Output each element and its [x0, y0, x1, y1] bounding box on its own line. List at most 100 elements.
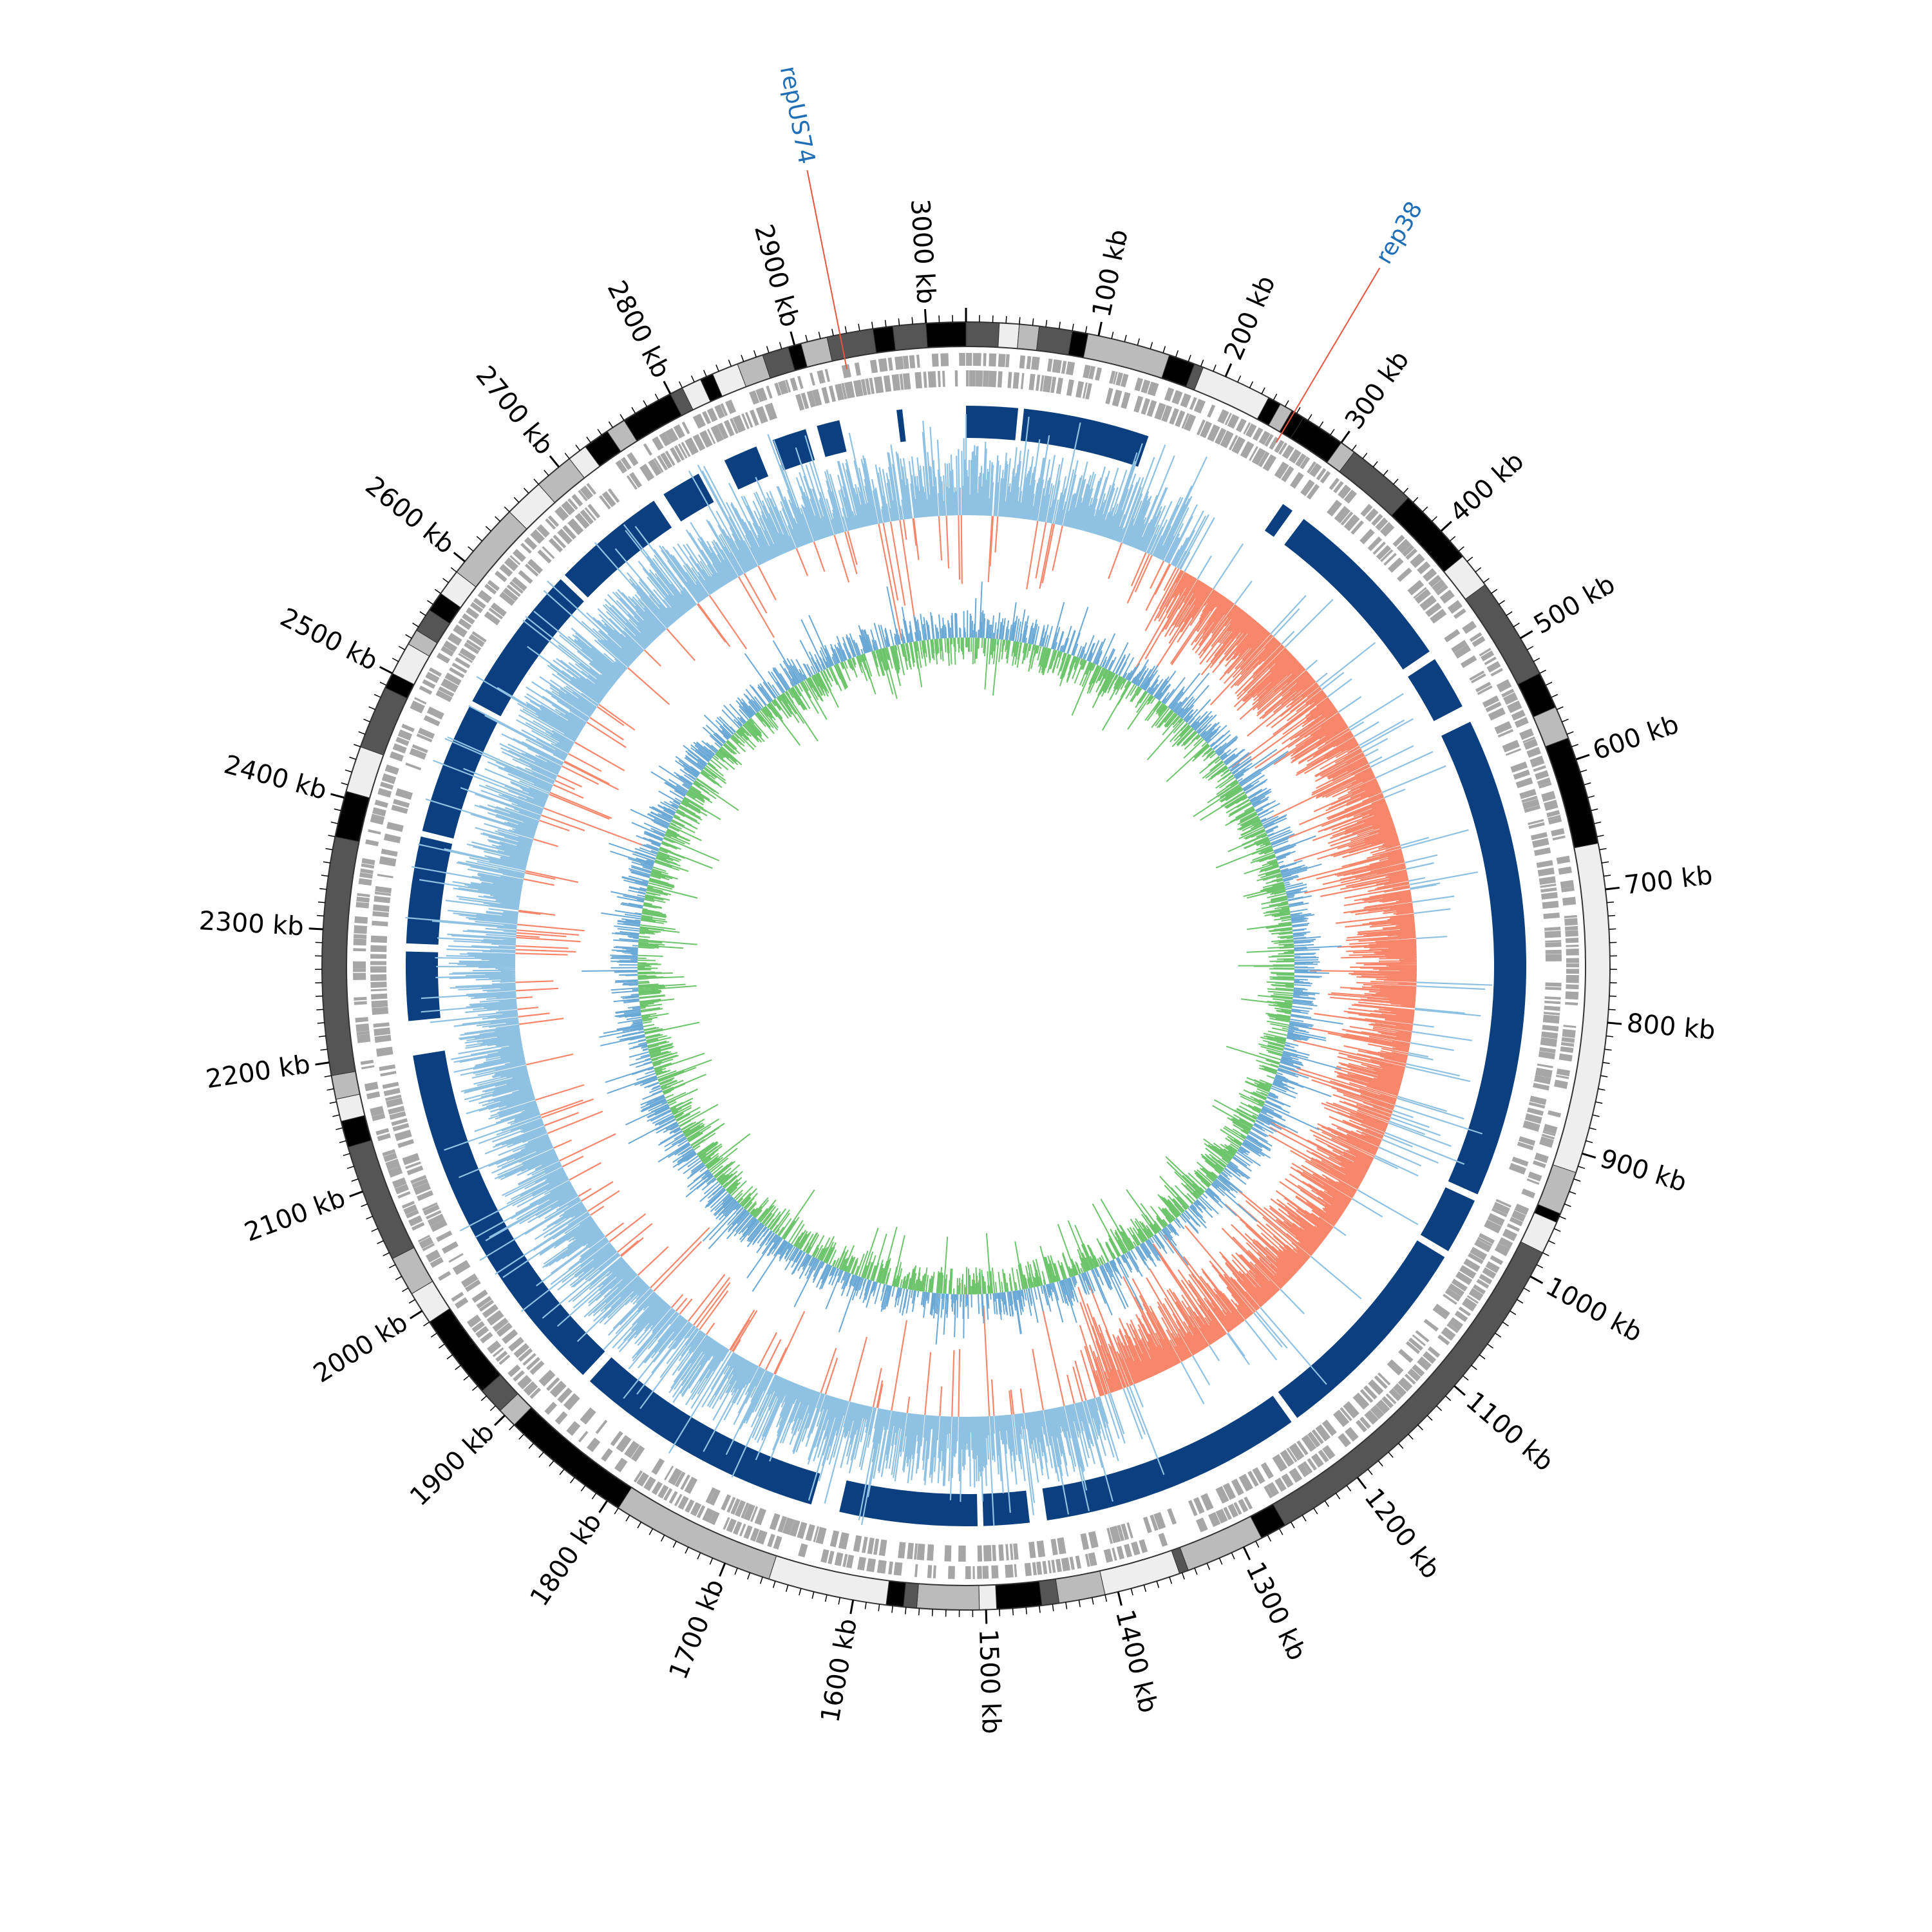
cds-feature	[1561, 1037, 1575, 1043]
tick-label: 2000 kb	[308, 1307, 413, 1388]
tick-label: 1600 kb	[815, 1616, 863, 1725]
cds-feature	[1496, 679, 1512, 692]
cds-feature	[1109, 370, 1116, 384]
minor-tick	[1137, 338, 1140, 346]
cds-feature	[545, 518, 556, 530]
blast-hit-block	[1278, 1240, 1445, 1418]
cds-feature	[1494, 1243, 1510, 1256]
cds-feature	[790, 377, 799, 392]
cds-feature	[902, 355, 909, 369]
tick-label: 2400 kb	[221, 750, 330, 806]
cds-feature	[499, 564, 513, 577]
cds-feature	[1154, 402, 1166, 421]
tick-label: 2700 kb	[470, 361, 560, 460]
cds-feature	[401, 723, 415, 732]
minor-tick	[1124, 334, 1127, 342]
cds-feature	[554, 1411, 568, 1425]
minor-tick	[1602, 1062, 1610, 1065]
cds-feature	[1084, 1553, 1090, 1567]
cds-feature	[1050, 376, 1057, 393]
cds-feature	[923, 372, 927, 388]
cds-feature	[1537, 777, 1551, 786]
cds-feature	[1352, 1392, 1370, 1410]
cds-feature	[899, 374, 904, 390]
minor-tick	[759, 1577, 763, 1584]
cds-feature	[517, 1375, 533, 1390]
cds-feature	[374, 1034, 392, 1043]
cds-feature	[867, 1537, 875, 1555]
cds-feature	[1215, 1508, 1228, 1524]
minor-tick	[349, 756, 357, 760]
cds-feature	[487, 580, 500, 591]
major-tick	[1520, 630, 1533, 639]
contig-segment	[965, 321, 1000, 348]
cds-feature	[1379, 522, 1395, 537]
cds-feature	[1565, 930, 1578, 937]
cds-feature	[1392, 535, 1405, 547]
minor-tick	[1032, 318, 1034, 326]
cds-feature	[648, 459, 662, 476]
cds-feature	[584, 507, 596, 521]
cds-feature	[394, 1130, 412, 1141]
cds-feature	[397, 1191, 411, 1199]
cds-feature	[1387, 557, 1404, 573]
cds-feature	[1544, 1000, 1561, 1005]
minor-tick	[442, 578, 449, 583]
minor-tick	[741, 354, 744, 362]
cds-feature	[601, 491, 616, 507]
cds-feature	[1264, 433, 1274, 447]
cds-feature	[1526, 1178, 1540, 1185]
cds-feature	[977, 1566, 982, 1579]
cds-feature	[554, 506, 569, 522]
cds-feature	[730, 418, 739, 434]
cds-feature	[1524, 1113, 1542, 1124]
contig-segment	[1017, 323, 1040, 351]
major-tick	[453, 551, 466, 563]
minor-tick	[779, 342, 782, 350]
cds-feature	[513, 1370, 525, 1382]
cds-feature	[1295, 453, 1307, 467]
cds-feature	[477, 590, 492, 603]
cds-feature	[730, 1498, 741, 1515]
cds-feature	[972, 1566, 975, 1579]
cds-feature	[1513, 769, 1530, 780]
minor-tick	[1584, 782, 1591, 786]
minor-tick	[1564, 1203, 1571, 1208]
cds-feature	[1533, 765, 1546, 772]
cds-feature	[1532, 1160, 1546, 1168]
cds-feature	[464, 1279, 481, 1293]
minor-tick	[1091, 1597, 1094, 1605]
cds-feature	[1051, 1559, 1056, 1573]
cds-feature	[1036, 374, 1041, 392]
cds-feature	[384, 764, 399, 775]
cds-feature	[1269, 437, 1279, 450]
cds-feature	[1448, 1317, 1464, 1331]
cds-feature	[562, 525, 576, 540]
tick-label: 700 kb	[1623, 860, 1714, 900]
minor-tick	[608, 421, 614, 428]
cds-feature	[702, 1508, 715, 1523]
gene-label: repUS74	[775, 64, 820, 166]
cds-feature	[680, 1474, 690, 1490]
cds-feature	[1560, 880, 1575, 889]
minor-tick	[1566, 731, 1574, 735]
major-tick	[549, 455, 560, 468]
cds-feature	[658, 1484, 669, 1499]
cds-feature	[1121, 392, 1131, 410]
cds-feature	[829, 1530, 840, 1548]
cds-feature	[473, 598, 486, 609]
cds-feature	[1408, 1337, 1423, 1351]
cds-feature	[1300, 456, 1311, 469]
blast-hit-block	[413, 1050, 605, 1375]
cds-feature	[749, 409, 759, 426]
minor-tick	[495, 516, 501, 522]
cds-feature	[1327, 499, 1342, 517]
cds-feature	[1527, 1107, 1544, 1116]
cds-feature	[353, 972, 366, 980]
cds-feature	[1333, 480, 1344, 493]
cds-feature	[1026, 355, 1032, 370]
minor-tick	[509, 1425, 515, 1430]
cds-feature	[817, 370, 826, 384]
cds-feature	[1494, 721, 1512, 735]
cds-feature	[506, 584, 521, 598]
